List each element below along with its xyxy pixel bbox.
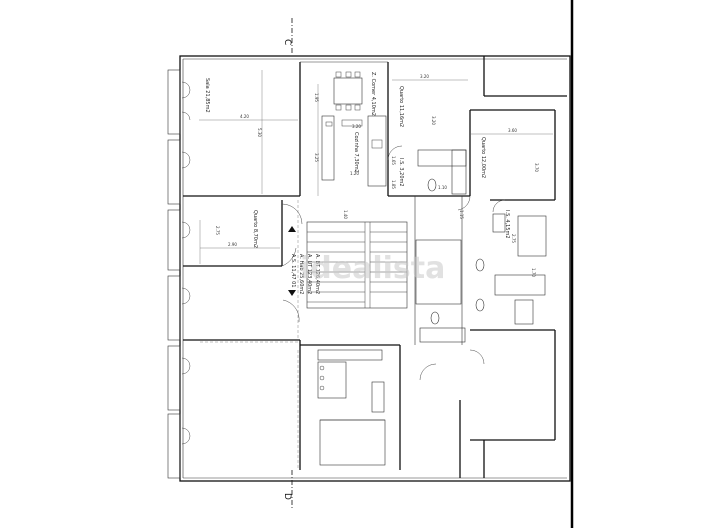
- room-label-cozinha: Cozinha 7,30m2: [353, 132, 359, 173]
- kitchen-counter: [321, 115, 387, 187]
- direction-arrow-icon: [288, 290, 296, 296]
- dim-17: 2.90: [228, 242, 237, 247]
- area-line-3: A. Hab 25,60m2: [298, 254, 304, 294]
- dim-19: 1.70: [531, 268, 536, 277]
- door-swings: [281, 145, 506, 381]
- dim-11: 1.10: [438, 185, 447, 190]
- stairwell: [306, 221, 462, 309]
- area-summary: A. BT 126,40m2 A. UT 123,40m2 A. Hab 25,…: [288, 226, 320, 296]
- kitchen-lower: [317, 349, 385, 413]
- dining-table: [333, 71, 363, 111]
- dim-15: 3.70: [534, 163, 539, 172]
- dim-8: 3.25: [314, 153, 319, 162]
- area-line-1: A. BT 126,40m2: [314, 254, 320, 294]
- room-labels: Sala 21,85m2 Z. Comer 4,10m2 Quarto 11,1…: [204, 72, 510, 248]
- north-arrow-icon: [288, 226, 296, 232]
- dim-9: 1.20: [350, 171, 359, 176]
- window-bays: [167, 69, 191, 479]
- dim-14: 3.60: [508, 128, 517, 133]
- room-label-quarto-2: Quarto 12,00m2: [480, 137, 486, 178]
- room-label-is-2: I.S. 4,15m2: [504, 210, 510, 239]
- section-label-top: C: [282, 39, 292, 45]
- dim-5: 3.20: [352, 124, 361, 129]
- dim-7: 5.30: [257, 128, 262, 137]
- dimension-values: 4.20 3.20 1.95 3.20 3.20 1.65 5.30 3.25 …: [215, 74, 539, 277]
- section-marker-top: C: [282, 18, 293, 55]
- dimension-lines: [199, 70, 553, 470]
- watermark-text: idealista: [300, 251, 445, 286]
- dim-1: 4.20: [240, 114, 249, 119]
- dim-6: 1.65: [391, 156, 396, 165]
- dim-13: 1.15: [459, 210, 464, 219]
- dim-2: 3.20: [420, 74, 429, 79]
- section-marker-bottom: D: [282, 470, 293, 510]
- room-label-is-1: I.S. 3,20m2: [398, 158, 404, 187]
- bathroom-fixtures: [417, 149, 547, 343]
- dim-18: 2.75: [511, 234, 516, 243]
- area-line-2: A. UT 123,40m2: [306, 254, 312, 294]
- interior-walls: [183, 61, 556, 478]
- dim-10: 1.85: [391, 180, 396, 189]
- room-label-quarto-1: Quarto 11,16m2: [398, 86, 404, 127]
- area-line-4: A.S. 11,47 01: [290, 254, 296, 288]
- dim-16: 2.75: [215, 226, 220, 235]
- room-label-quarto-3: Quarto 8,70m2: [252, 210, 258, 248]
- section-label-bottom: D: [282, 493, 292, 500]
- dim-3: 1.95: [314, 93, 319, 102]
- dim-12: 1.40: [343, 210, 348, 219]
- room-label-sala: Sala 21,85m2: [204, 78, 210, 113]
- dim-4: 3.20: [431, 116, 436, 125]
- room-label-zona-comer: Z. Comer 4,10m2: [370, 72, 376, 116]
